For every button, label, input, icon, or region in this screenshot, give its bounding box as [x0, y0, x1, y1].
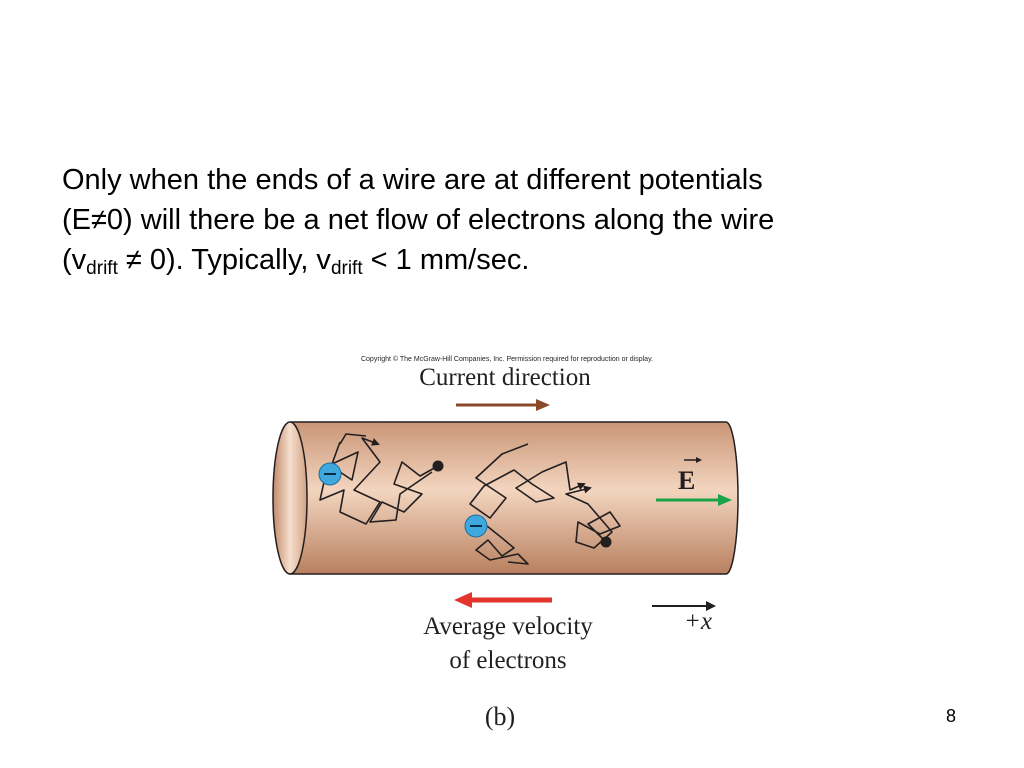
average-velocity-label-line-1: Average velocity	[423, 613, 593, 640]
copyright-notice: Copyright © The McGraw-Hill Companies, I…	[360, 356, 653, 363]
x-axis-label: +x	[684, 608, 712, 636]
text-line-3-part-b: ≠ 0). Typically, v	[117, 244, 331, 276]
electron-position-dot	[432, 460, 444, 472]
drift-subscript-1: drift	[86, 258, 118, 279]
electron-position-dot	[600, 536, 612, 548]
panel-label: (b)	[484, 702, 516, 731]
x-axis-label-text: +x	[684, 608, 712, 635]
wire-cylinder	[272, 421, 739, 575]
current-direction-arrow	[456, 399, 550, 411]
text-line-3-part-a: (v	[62, 244, 87, 276]
drift-subscript-2: drift	[330, 258, 363, 279]
average-velocity-arrow	[454, 592, 552, 608]
electric-field-label: E	[678, 466, 696, 495]
current-direction-label: Current direction	[419, 364, 591, 391]
wire-electron-drift-figure: Copyright © The McGraw-Hill Companies, I…	[270, 352, 750, 744]
text-line-1: Only when the ends of a wire are at diff…	[62, 164, 763, 196]
electron-2	[464, 514, 488, 538]
page-number: 8	[946, 706, 957, 726]
text-line-3: (vdrift ≠ 0). Typically, vdrift < 1 mm/s…	[62, 240, 962, 280]
electric-field-arrow	[656, 457, 732, 506]
text-line-2: (E≠0) will there be a net flow of electr…	[62, 204, 775, 236]
text-line-3-part-c: < 1 mm/sec.	[362, 244, 530, 276]
wire-diagram-svg	[272, 399, 739, 611]
positive-x-axis-arrow	[652, 601, 716, 611]
average-velocity-label-line-2: of electrons	[449, 647, 567, 674]
slide-body-text: Only when the ends of a wire are at diff…	[62, 160, 962, 280]
average-velocity-label: Average velocity of electrons	[378, 610, 638, 678]
electron-random-paths	[319, 433, 621, 565]
electron-1	[318, 462, 342, 486]
